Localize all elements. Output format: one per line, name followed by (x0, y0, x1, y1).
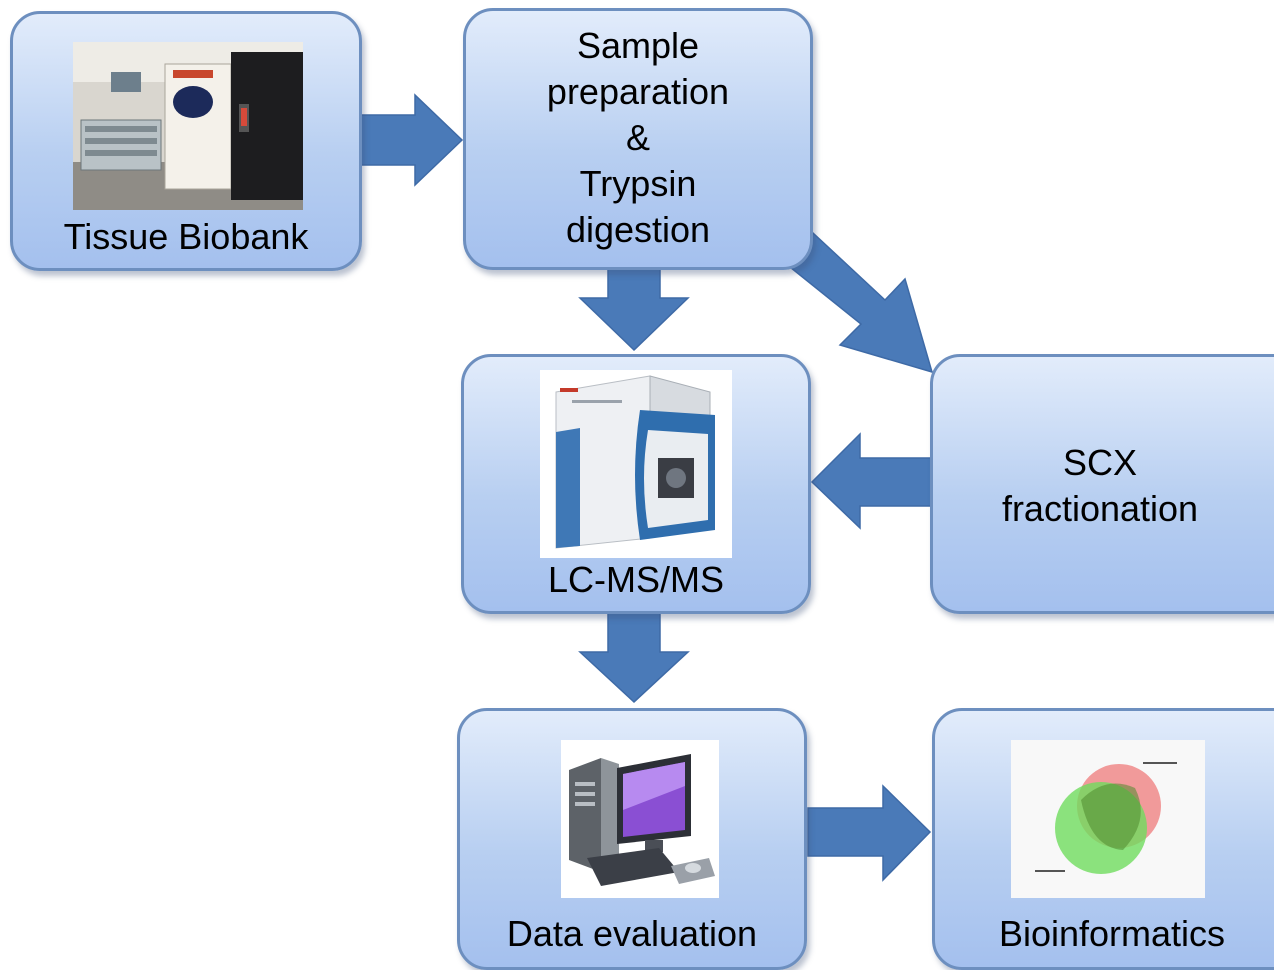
biobank-freezer-photo (73, 42, 303, 210)
node-data-evaluation: Data evaluation (457, 708, 807, 970)
arrow-biobank-to-sample-prep (359, 93, 464, 187)
arrow-data-eval-to-bioinformatics (807, 784, 932, 882)
arrow-lcms-to-data-eval (578, 611, 690, 704)
node-label: Bioinformatics (998, 913, 1226, 954)
node-sample-preparation: Sample preparation & Trypsin digestion (463, 8, 813, 270)
node-label: SCX fractionation (1001, 442, 1199, 529)
node-lc-ms-ms: LC-MS/MS (461, 354, 811, 614)
mass-spectrometer-photo (540, 370, 732, 558)
node-tissue-biobank: Tissue Biobank (10, 11, 362, 271)
node-label: LC-MS/MS (547, 559, 724, 600)
node-label: Tissue Biobank (63, 216, 309, 257)
arrow-scx-to-lcms (810, 432, 933, 530)
node-label: Sample preparation & Trypsin digestion (546, 25, 730, 250)
arrow-sample-prep-to-scx (783, 231, 934, 374)
desktop-computer-icon (561, 740, 719, 898)
node-label: Data evaluation (506, 913, 758, 954)
node-scx-fractionation: SCX fractionation (930, 354, 1274, 614)
arrow-sample-prep-to-lcms (578, 267, 690, 352)
node-bioinformatics: Bioinformatics (932, 708, 1274, 970)
venn-diagram-image (1011, 740, 1205, 898)
